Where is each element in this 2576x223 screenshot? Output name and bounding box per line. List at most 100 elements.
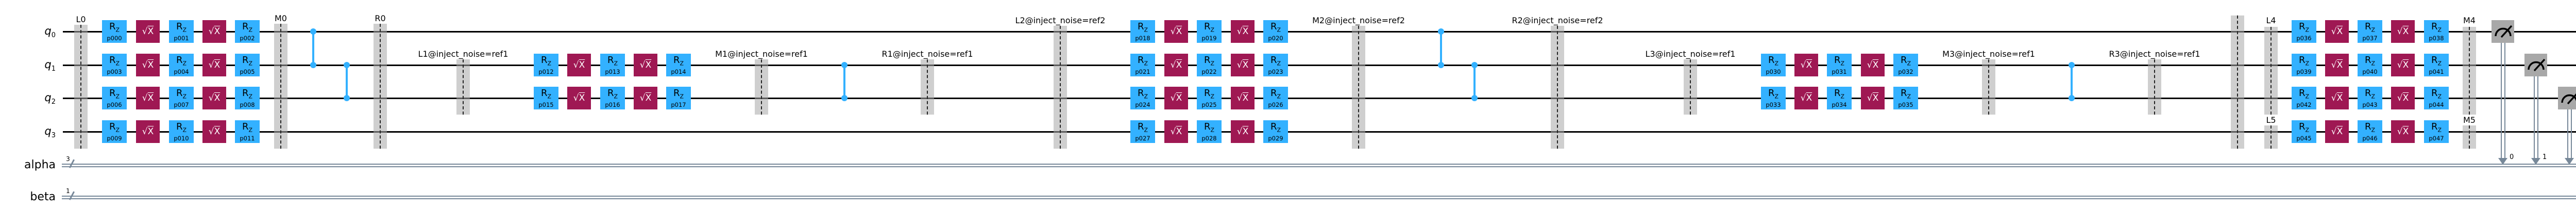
barrier-dash-line [2469, 125, 2470, 149]
rz-gate-param: p005 [240, 68, 255, 75]
barrier-dash-line [2270, 125, 2272, 149]
rz-gate-sub: Z [248, 126, 253, 134]
qubit-label-name: q [44, 25, 52, 37]
cz-control-dot [2069, 95, 2075, 101]
cz-control-dot [2069, 62, 2075, 68]
rz-gate-label: RZ [1130, 122, 1155, 135]
rz-gate-label: RZ [534, 88, 558, 102]
sqrt-x-gate: √X [1231, 87, 1255, 109]
rz-gate-name: R [2298, 55, 2306, 66]
cz-control-dot [841, 62, 848, 68]
barrier-dash-line [1557, 26, 1558, 149]
barrier-label: M4 [2463, 15, 2476, 25]
rz-gate-name: R [109, 88, 116, 99]
sqrt-x-gate: √X [202, 20, 226, 43]
rz-gate-label: RZ [2292, 22, 2316, 35]
rz-gate-param: p013 [605, 68, 620, 75]
rz-gate-param: p042 [2296, 101, 2312, 108]
rz-gate-sub: Z [2305, 26, 2310, 34]
rz-gate-label: RZ [1263, 22, 1288, 35]
rz-gate-label: RZ [2424, 22, 2449, 35]
barrier-dash-line [1988, 59, 1989, 115]
rz-gate-name: R [673, 55, 680, 66]
barrier-label: M3@inject_noise=ref1 [1942, 49, 2035, 59]
rz-gate-name: R [242, 21, 249, 32]
rz-gate-sub: Z [1210, 93, 1215, 100]
sqrt-x-gate-label: √X [1231, 54, 1255, 76]
rz-gate-name: R [2431, 55, 2438, 66]
measure-bit-label: 0 [2510, 153, 2514, 161]
rz-gate-sub: Z [248, 93, 253, 100]
cz-connector-line [346, 65, 348, 98]
barrier-dash-line [1358, 26, 1359, 149]
cz-connector-line [1440, 31, 1442, 65]
barrier-label: L1@inject_noise=ref1 [418, 49, 509, 59]
rz-gate-sub: Z [1907, 93, 1911, 100]
rz-gate-param: p023 [1268, 68, 1283, 75]
sqrt-x-gate-label: √X [1794, 54, 1818, 76]
rz-gate-param: p027 [1135, 134, 1150, 142]
sqrt-x-gate: √X [2325, 120, 2349, 143]
rz-gate-sub: Z [680, 93, 684, 100]
measure-bit-label: 1 [2543, 153, 2547, 161]
rz-gate-name: R [607, 88, 614, 99]
sqrt-x-gate: √X [1164, 87, 1188, 109]
rz-gate-param: p000 [107, 34, 122, 42]
rz-gate-label: RZ [1827, 55, 1852, 69]
sqrt-radical: √ [1170, 60, 1176, 70]
rz-gate-label: RZ [102, 22, 127, 35]
sqrt-x-gate: √X [2325, 87, 2349, 109]
rz-gate-sub: Z [2371, 26, 2376, 34]
rz-gate-sub: Z [1210, 60, 1215, 67]
measure-arrowhead [2498, 158, 2507, 165]
rz-gate-param: p024 [1135, 101, 1150, 108]
rz-gate-label: RZ [1197, 122, 1222, 135]
rz-gate-param: p019 [1201, 34, 1217, 42]
rz-gate-param: p045 [2296, 134, 2312, 142]
sqrt-x-symbol: X [2336, 26, 2343, 37]
barrier-dash-line [2237, 15, 2238, 149]
sqrt-x-symbol: X [2402, 93, 2409, 103]
sqrt-x-gate-label: √X [2325, 20, 2349, 43]
rz-gate-param: p017 [671, 101, 686, 108]
rz-gate-name: R [1270, 121, 1277, 132]
sqrt-x-symbol: X [645, 60, 652, 70]
barrier-label: M5 [2463, 115, 2476, 125]
rz-gate-sub: Z [115, 126, 120, 134]
sqrt-x-gate-label: √X [2325, 54, 2349, 76]
rz-gate-name: R [242, 88, 249, 99]
rz-gate-param: p004 [174, 68, 189, 75]
rz-gate-name: R [1834, 55, 1841, 66]
sqrt-radical: √ [142, 60, 148, 70]
sqrt-x-gate-label: √X [136, 20, 160, 43]
sqrt-x-gate-label: √X [2325, 87, 2349, 109]
rz-gate-label: RZ [1761, 55, 1786, 69]
sqrt-x-gate: √X [634, 87, 657, 109]
qubit-label-index: 0 [51, 31, 56, 40]
rz-gate-label: RZ [1197, 55, 1222, 69]
sqrt-x-gate: √X [567, 54, 591, 76]
sqrt-x-gate-label: √X [2325, 120, 2349, 143]
sqrt-radical: √ [573, 93, 579, 103]
sqrt-x-symbol: X [214, 60, 221, 70]
rz-gate-name: R [176, 21, 183, 32]
barrier-dash-line [761, 59, 762, 115]
rz-gate-sub: Z [1144, 60, 1148, 67]
cz-connector-line [312, 31, 314, 65]
cz-control-dot [1438, 62, 1444, 68]
rz-gate-name: R [673, 88, 680, 99]
rz-gate-name: R [1204, 121, 1211, 132]
barrier-label: M1@inject_noise=ref1 [715, 49, 808, 59]
